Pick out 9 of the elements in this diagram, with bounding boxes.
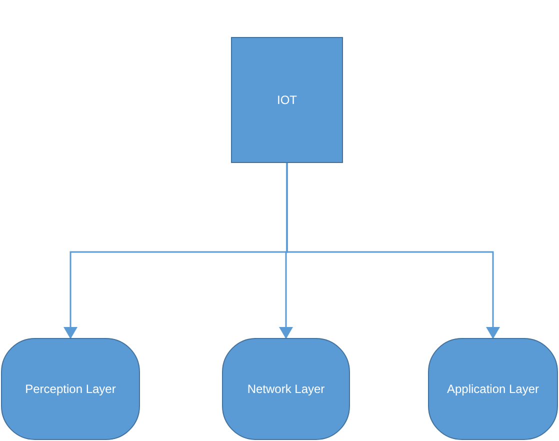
node-label: Network Layer	[246, 381, 326, 398]
rounded-box	[428, 338, 558, 440]
arrow	[286, 163, 500, 339]
rounded-box	[222, 338, 350, 440]
node-label: Application Layer	[446, 381, 540, 398]
node-label: IOT	[276, 92, 298, 109]
node-label: Perception Layer	[24, 381, 117, 398]
process-box	[231, 37, 343, 163]
rounded-box	[1, 338, 140, 440]
